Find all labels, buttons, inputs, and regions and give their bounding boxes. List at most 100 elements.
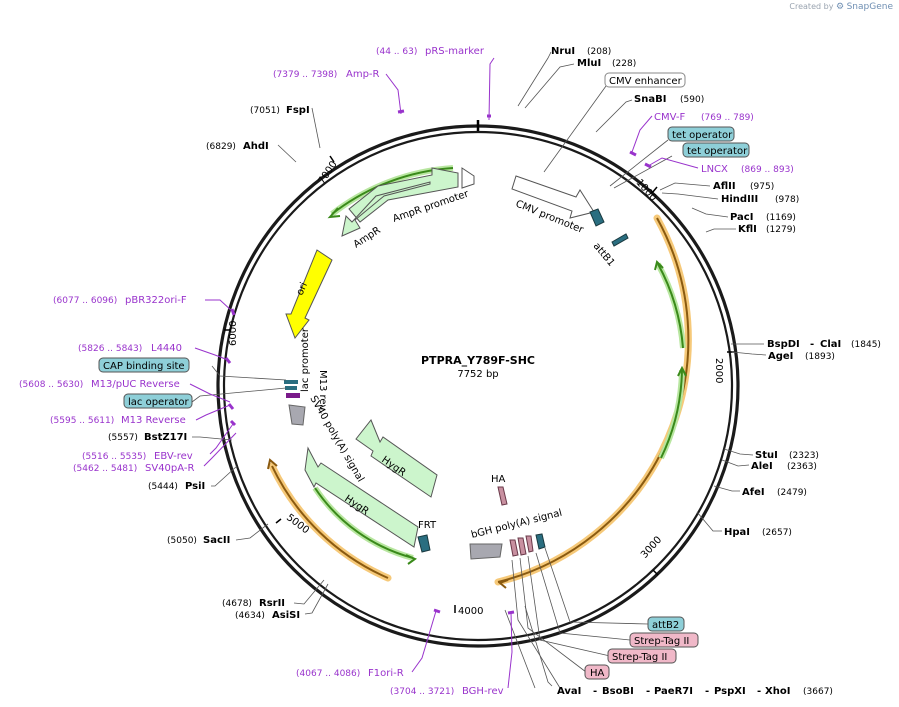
frt-marker[interactable]: [417, 534, 431, 553]
enzyme-bspdi-pos: (1845): [851, 340, 881, 350]
primer-m13puc[interactable]: M13/pUC Reverse: [91, 379, 180, 390]
enzyme-mlui-pos: (228): [612, 59, 636, 69]
primer-ampr-pos: (7379 .. 7398): [273, 70, 337, 80]
box-strep-tag-2[interactable]: [607, 648, 677, 664]
cap-binding-marker[interactable]: [284, 380, 298, 384]
enzyme-hpai[interactable]: HpaI: [724, 527, 750, 538]
tick-2000: 2000: [713, 358, 724, 383]
enzyme-clai[interactable]: ClaI: [820, 339, 841, 350]
enzyme-hpai-pos: (2657): [762, 528, 792, 538]
enzyme-avai[interactable]: AvaI: [557, 686, 581, 697]
label-ha: HA: [491, 474, 506, 485]
label-attb1: attB1: [591, 241, 617, 269]
enzyme-snabi[interactable]: SnaBI: [634, 94, 666, 105]
ori-arrow[interactable]: [285, 249, 333, 340]
ha-top-marker[interactable]: [497, 486, 508, 506]
snapgene-logo-icon: ⚙: [835, 2, 845, 12]
enzyme-pspxi[interactable]: PspXI: [714, 686, 746, 697]
features: [284, 167, 629, 560]
tick-7000: 7000: [316, 159, 339, 186]
enzyme-kfli[interactable]: KflI: [738, 224, 757, 235]
attb1-marker[interactable]: [589, 208, 605, 227]
enzyme-mlui[interactable]: MluI: [577, 58, 601, 69]
enzyme-psii[interactable]: PsiI: [185, 481, 205, 492]
m13rev-marker[interactable]: [286, 393, 300, 398]
enzyme-bsobi[interactable]: BsoBI: [602, 686, 634, 697]
label-strep-tag-2: Strep-Tag II: [612, 652, 667, 663]
plasmid-title-group: PTPRA_Y789F-SHC 7752 bp: [421, 354, 535, 380]
tick-6000: 6000: [228, 321, 239, 346]
lac-operator-marker[interactable]: [285, 386, 297, 390]
enzyme-paci[interactable]: PacI: [730, 212, 753, 223]
enzyme-afei[interactable]: AfeI: [742, 487, 765, 498]
primer-labels: (44 .. 63) pRS-marker (7379 .. 7398) Amp…: [19, 46, 794, 697]
boxed-labels: CMV enhancer tet operator tet operator C…: [98, 72, 750, 680]
box-attb2[interactable]: [647, 616, 685, 632]
primer-ampr[interactable]: Amp-R: [346, 69, 380, 80]
enzyme-hindiii[interactable]: HindIII: [721, 194, 758, 205]
enzyme-ahdi-pos: (6829): [206, 142, 236, 152]
primer-l4440-pos: (5826 .. 5843): [78, 344, 142, 354]
label-cmv-enhancer: CMV enhancer: [609, 76, 683, 87]
primer-cmvf[interactable]: CMV-F: [654, 112, 685, 123]
enzyme-alei[interactable]: AleI: [751, 461, 773, 472]
primer-f1ori[interactable]: F1ori-R: [368, 668, 404, 679]
enzyme-aflii[interactable]: AflII: [713, 181, 736, 192]
primer-prs-pos: (44 .. 63): [376, 47, 417, 57]
label-ha-box: HA: [590, 668, 605, 679]
plasmid-name: PTPRA_Y789F-SHC: [421, 354, 535, 367]
enzyme-kfli-pos: (1279): [766, 225, 796, 235]
enzyme-bspdi[interactable]: BspDI: [767, 339, 800, 350]
hygr-arrow-1[interactable]: [355, 419, 438, 498]
enzyme-bstz17i[interactable]: BstZ17I: [144, 432, 187, 443]
enzyme-asisi[interactable]: AsiSI: [272, 610, 300, 621]
enzyme-nrui[interactable]: NruI: [551, 46, 575, 57]
hygr-arrow-2[interactable]: [304, 446, 419, 548]
cmv-promoter-arrow[interactable]: [511, 175, 595, 219]
enzyme-stui[interactable]: StuI: [755, 450, 778, 461]
primer-sv40[interactable]: SV40pA-R: [145, 463, 194, 474]
label-cap-binding-site: CAP binding site: [103, 361, 185, 372]
enzyme-labels: NruI (208) MluI (228) SnaBI (590) AflII …: [108, 46, 881, 697]
primer-bgh-pos: (3704 .. 3721): [390, 687, 454, 697]
box-tet-operator-2[interactable]: [682, 142, 750, 158]
box-tet-operator-1[interactable]: [667, 126, 735, 142]
enzyme-rsrii[interactable]: RsrII: [259, 598, 285, 609]
enzyme-agei-pos: (1893): [805, 352, 835, 362]
primer-ebv[interactable]: EBV-rev: [154, 451, 193, 462]
label-tet-operator-2: tet operator: [687, 146, 748, 157]
sv40-polya-marker[interactable]: [288, 404, 306, 426]
credit-prefix: Created by: [789, 2, 834, 11]
ampr-arrow[interactable]: [341, 181, 431, 237]
enzyme-hindiii-pos: (978): [775, 195, 799, 205]
box-strep-tag-1[interactable]: [629, 632, 699, 648]
primer-pbr[interactable]: pBR322ori-F: [125, 295, 187, 306]
enzyme-fspi[interactable]: FspI: [286, 105, 310, 116]
primer-l4440[interactable]: L4440: [151, 343, 182, 354]
enzyme-afei-pos: (2479): [777, 488, 807, 498]
box-cmv-enhancer[interactable]: [604, 72, 686, 88]
primer-lncx-pos: (869 .. 893): [741, 165, 794, 175]
label-lac-promoter: lac promoter: [300, 327, 311, 392]
tick-4000: 4000: [458, 606, 483, 617]
enzyme-sep-3: -: [705, 686, 709, 697]
enzyme-xhoi-pos: (3667): [803, 687, 833, 697]
enzyme-ahdi[interactable]: AhdI: [243, 141, 269, 152]
enzyme-paer7i[interactable]: PaeR7I: [654, 686, 693, 697]
bgh-polya-marker[interactable]: [469, 543, 503, 560]
box-leaders: [191, 85, 673, 689]
enzyme-agei[interactable]: AgeI: [768, 351, 793, 362]
primer-prs[interactable]: pRS-marker: [425, 46, 485, 57]
label-attb2: attB2: [652, 620, 679, 631]
enzyme-sep-2: -: [646, 686, 650, 697]
primer-bgh[interactable]: BGH-rev: [462, 686, 504, 697]
primer-lncx[interactable]: LNCX: [701, 164, 728, 175]
box-ha[interactable]: [584, 664, 610, 680]
box-lac-operator[interactable]: [123, 393, 193, 409]
box-cap-binding-site[interactable]: [98, 357, 190, 373]
enzyme-fspi-pos: (7051): [250, 106, 280, 116]
primer-m13rev[interactable]: M13 Reverse: [121, 415, 186, 426]
enzyme-xhoi[interactable]: XhoI: [765, 686, 790, 697]
enzyme-sacii[interactable]: SacII: [203, 535, 230, 546]
ampr-promoter-arrow[interactable]: [348, 167, 459, 223]
